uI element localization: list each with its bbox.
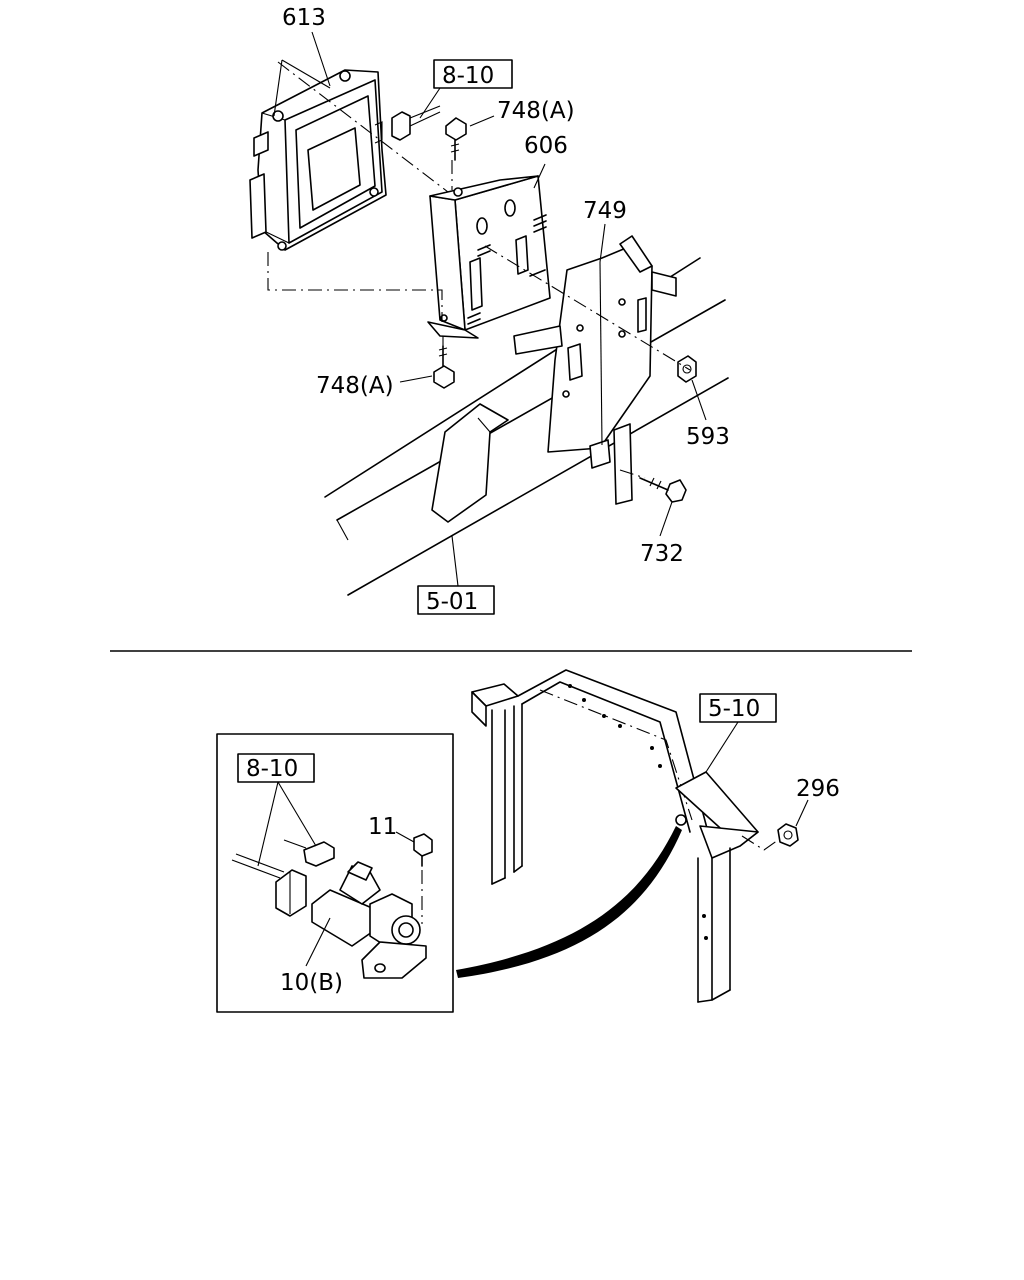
- reference-box-5-01: [417, 585, 495, 615]
- control-unit: [249, 69, 387, 251]
- callout-8-10-top: 8-10: [442, 63, 494, 89]
- harness-connector-top: [391, 105, 441, 141]
- callout-613: 613: [282, 5, 326, 31]
- inset-solenoid: [311, 833, 433, 979]
- reference-box-8-10-inset: [237, 753, 315, 783]
- nut-296: [741, 823, 799, 851]
- bolt-748a-bottom: [433, 345, 455, 389]
- bolt-748a-top: [445, 117, 467, 161]
- callout-749: 749: [583, 198, 627, 224]
- nut-593: [677, 355, 697, 383]
- reference-box-5-10: [699, 693, 777, 723]
- reference-box-8-10-top: [433, 59, 513, 89]
- bracket-749: [513, 235, 677, 505]
- callout-732: 732: [640, 541, 684, 567]
- callout-593: 593: [686, 424, 730, 450]
- frame-gusset: [431, 403, 509, 523]
- callout-606: 606: [524, 133, 568, 159]
- callout-5-01: 5-01: [426, 589, 478, 615]
- callout-8-10-inset: 8-10: [246, 756, 298, 782]
- callout-5-10: 5-10: [708, 696, 760, 722]
- bracket-606: [427, 175, 551, 339]
- inset-harness: [231, 839, 335, 917]
- callout-11: 11: [368, 814, 397, 840]
- cab-frame: [471, 669, 759, 1003]
- callout-748a-top: 748(A): [497, 98, 575, 124]
- inset-pointer: [456, 826, 682, 978]
- callout-748a-bottom: 748(A): [316, 373, 394, 399]
- callout-296: 296: [796, 776, 840, 802]
- bolt-732: [639, 477, 687, 503]
- callout-10b: 10(B): [280, 970, 343, 996]
